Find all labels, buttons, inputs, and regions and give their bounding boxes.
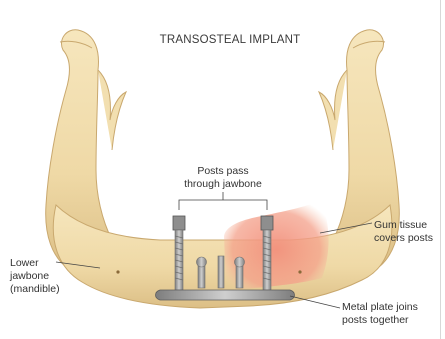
metal-plate-line-2: posts together	[342, 314, 418, 327]
lower-jawbone-line-2: jawbone	[10, 270, 60, 283]
right-implant-post	[261, 216, 273, 290]
posts-pass-label: Posts pass through jawbone	[178, 165, 268, 191]
posts-pass-line-1: Posts pass	[178, 165, 268, 178]
foramen-left	[116, 270, 119, 273]
posts-pass-line-2: through jawbone	[178, 178, 268, 191]
middle-pegs	[197, 256, 245, 288]
lower-jawbone-line-3: (mandible)	[10, 283, 60, 296]
metal-plate-line-1: Metal plate joins	[342, 301, 418, 314]
lower-jawbone-line-1: Lower	[10, 257, 60, 270]
left-implant-post	[173, 216, 185, 290]
image-border	[440, 0, 441, 339]
metal-plate-label: Metal plate joins posts together	[342, 301, 418, 327]
foramen-right	[298, 270, 301, 273]
gum-tissue-line-2: covers posts	[374, 232, 433, 245]
gum-tissue-line-1: Gum tissue	[374, 219, 433, 232]
gum-tissue-label: Gum tissue covers posts	[374, 219, 433, 245]
metal-plate	[156, 290, 295, 300]
diagram-title: TRANSOSTEAL IMPLANT	[130, 34, 330, 46]
lower-jawbone-label: Lower jawbone (mandible)	[10, 257, 60, 296]
